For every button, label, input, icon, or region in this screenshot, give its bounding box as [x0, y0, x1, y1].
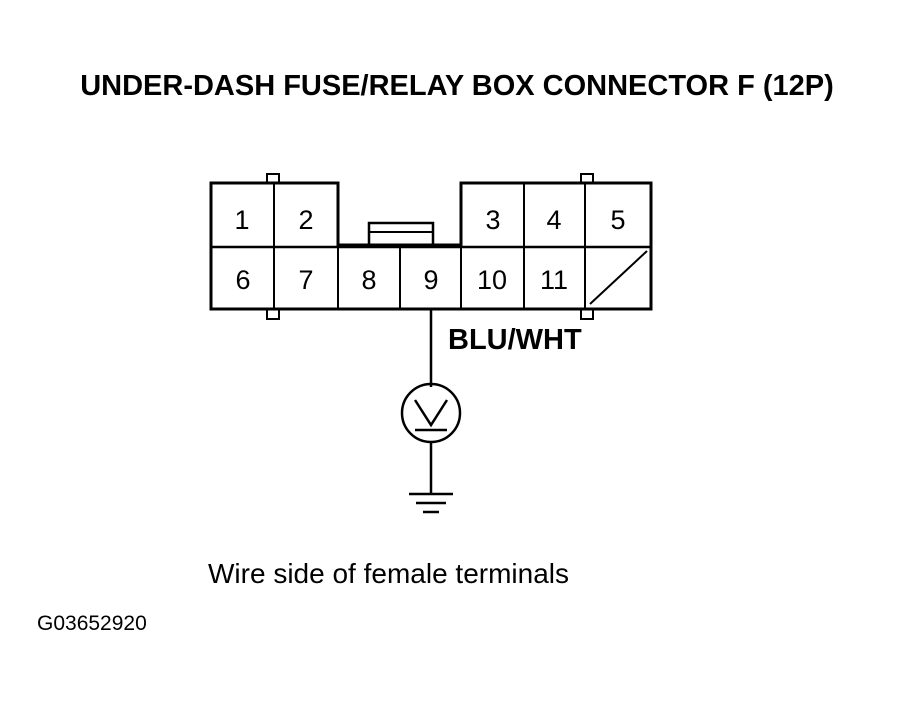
pin-label-3: 3 [485, 205, 500, 235]
figure-id: G03652920 [37, 612, 147, 635]
pin-label-5: 5 [610, 205, 625, 235]
pin-label-7: 7 [298, 265, 313, 295]
ground-icon [409, 492, 453, 514]
unused-cavity-mark [589, 250, 648, 305]
diagram-title: UNDER-DASH FUSE/RELAY BOX CONNECTOR F (1… [80, 70, 834, 102]
connector-outline [209, 181, 653, 311]
diagram-caption: Wire side of female terminals [208, 558, 570, 589]
pin-label-11: 11 [540, 265, 568, 295]
pin-label-9: 9 [423, 265, 438, 295]
pin-label-1: 1 [234, 205, 249, 235]
pin-label-6: 6 [235, 265, 250, 295]
key-notch-bottom-left [266, 308, 280, 320]
pin-label-4: 4 [546, 205, 561, 235]
locking-tab [367, 221, 435, 245]
key-notch-top-left [266, 173, 280, 184]
key-notch-top-right [580, 173, 594, 184]
pin-label-8: 8 [361, 265, 376, 295]
key-notch-bottom-right [580, 308, 594, 320]
voltmeter-icon [400, 382, 462, 444]
pin-label-2: 2 [298, 205, 313, 235]
pin-label-10: 10 [477, 265, 507, 295]
wire-color-label: BLU/WHT [448, 324, 582, 356]
